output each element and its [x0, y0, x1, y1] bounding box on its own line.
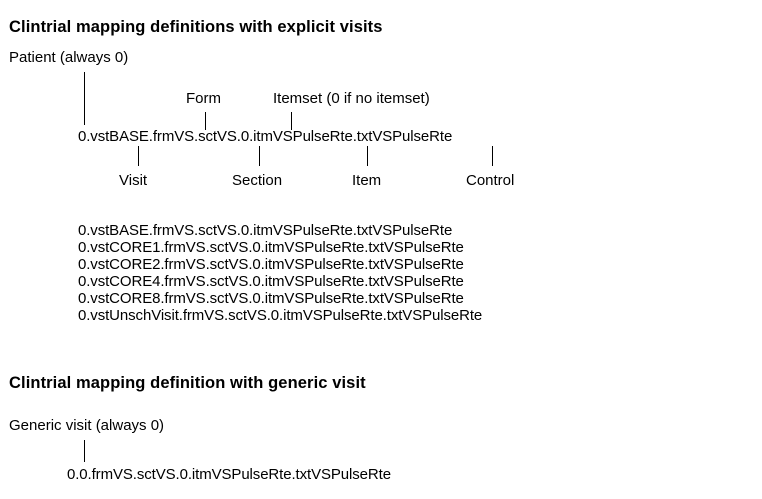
list-item: 0.vstCORE4.frmVS.sctVS.0.itmVSPulseRte.t… — [78, 273, 464, 290]
leader-line-form — [205, 112, 206, 130]
diagram-label-generic-visit: Generic visit (always 0) — [9, 417, 165, 434]
diagram-label-patient: Patient (always 0) — [9, 49, 129, 66]
list-item: 0.vstUnschVisit.frmVS.sctVS.0.itmVSPulse… — [78, 307, 483, 324]
leader-line-section — [259, 146, 260, 166]
diagram-label-control: Control — [466, 172, 515, 189]
list-item: 0.vstCORE2.frmVS.sctVS.0.itmVSPulseRte.t… — [78, 256, 464, 273]
list-item: 0.vstCORE1.frmVS.sctVS.0.itmVSPulseRte.t… — [78, 239, 464, 256]
diagram-label-form: Form — [186, 90, 221, 107]
list-item: 0.vstBASE.frmVS.sctVS.0.itmVSPulseRte.tx… — [78, 222, 453, 239]
diagram-mapping-path-generic: 0.0.frmVS.sctVS.0.itmVSPulseRte.txtVSPul… — [67, 466, 391, 483]
diagram-mapping-path-explicit: 0.vstBASE.frmVS.sctVS.0.itmVSPulseRte.tx… — [78, 128, 453, 145]
diagram-label-item: Item — [352, 172, 382, 189]
leader-line-control — [492, 146, 493, 166]
leader-line-itemset — [291, 112, 292, 130]
mapping-definitions-list: 0.vstBASE.frmVS.sctVS.0.itmVSPulseRte.tx… — [78, 222, 482, 324]
page-title-generic-visit: Clintrial mapping definition with generi… — [9, 374, 366, 393]
list-item: 0.vstCORE8.frmVS.sctVS.0.itmVSPulseRte.t… — [78, 290, 464, 307]
leader-line-visit — [138, 146, 139, 166]
diagram-label-itemset: Itemset (0 if no itemset) — [273, 90, 430, 107]
page-title-explicit-visits: Clintrial mapping definitions with expli… — [9, 18, 383, 37]
leader-line-generic-visit — [84, 440, 85, 462]
diagram-label-visit: Visit — [119, 172, 148, 189]
leader-line-patient — [84, 72, 85, 125]
leader-line-item — [367, 146, 368, 166]
diagram-label-section: Section — [232, 172, 283, 189]
